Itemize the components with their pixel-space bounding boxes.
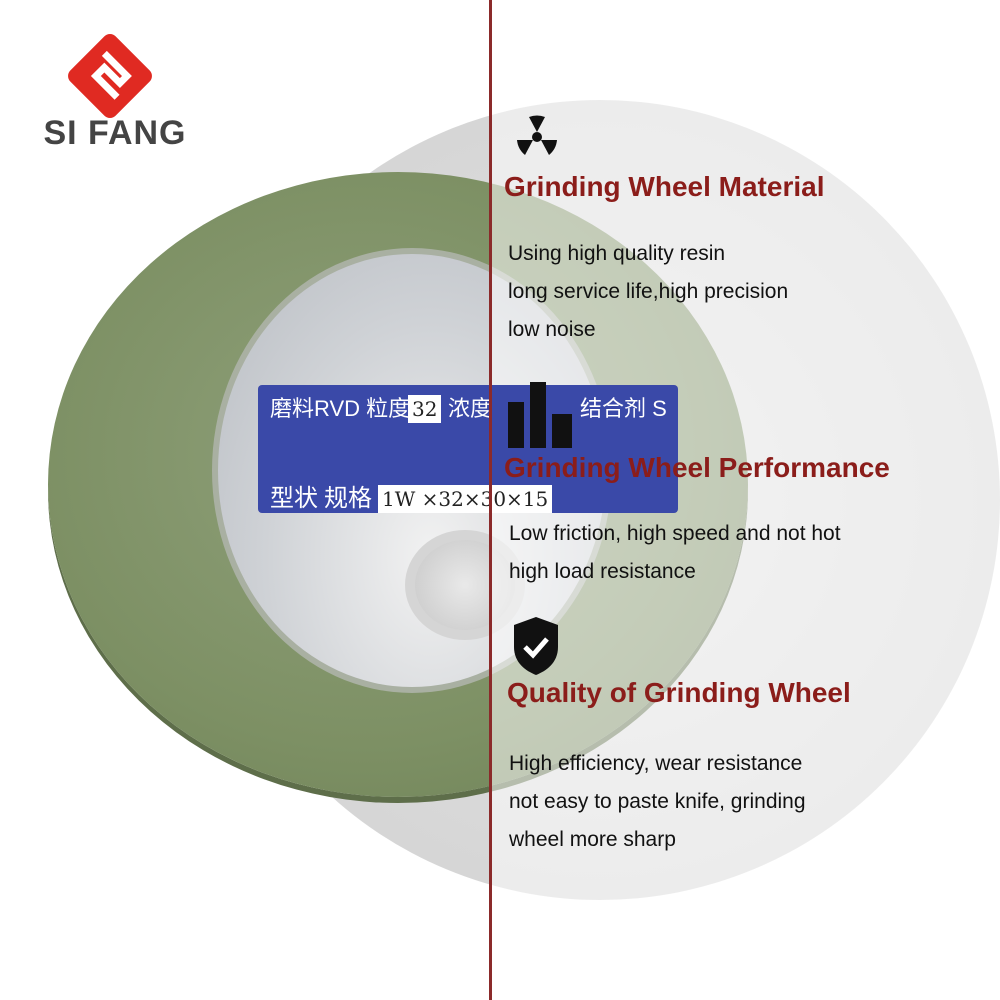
body-line: long service life,high precision <box>508 280 789 303</box>
bar-chart-icon <box>508 382 572 448</box>
svg-text:SI FANG: SI FANG <box>43 114 186 152</box>
body-line: wheel more sharp <box>509 828 676 851</box>
section-body-material: Using high quality resin long service li… <box>508 235 788 349</box>
body-line: low noise <box>508 318 596 341</box>
label-handwritten: 32 <box>408 395 442 423</box>
label-text: 规格 <box>324 485 372 512</box>
wheel-spec-label: 磨料RVD 粒度 32 浓度 结合剂 S 型状 规格 1W ×32×30×15 <box>258 385 678 513</box>
section-title-quality: Quality of Grinding Wheel <box>507 677 851 708</box>
label-handwritten: 1W ×32×30×15 <box>378 485 553 513</box>
section-title-performance: Grinding Wheel Performance <box>504 452 890 483</box>
body-line: Using high quality resin <box>508 242 726 265</box>
label-text: 型状 <box>270 485 318 512</box>
body-line: not easy to paste knife, grinding <box>509 790 806 813</box>
radiation-icon <box>517 115 557 155</box>
label-text: 结合剂 S <box>580 396 667 421</box>
section-title-material: Grinding Wheel Material <box>504 171 825 202</box>
si-fang-logo: SI FANG <box>43 34 186 152</box>
body-line: Low friction, high speed and not hot <box>509 522 841 545</box>
body-line: High efficiency, wear resistance <box>509 752 803 775</box>
label-text: 磨料RVD 粒度 <box>270 396 411 421</box>
shield-check-icon <box>514 617 558 675</box>
divider-line <box>489 0 492 1000</box>
section-body-quality: High efficiency, wear resistance not eas… <box>509 745 806 859</box>
section-body-performance: Low friction, high speed and not hot hig… <box>509 515 841 591</box>
body-line: high load resistance <box>509 560 696 583</box>
label-text: 浓度 <box>448 396 493 421</box>
